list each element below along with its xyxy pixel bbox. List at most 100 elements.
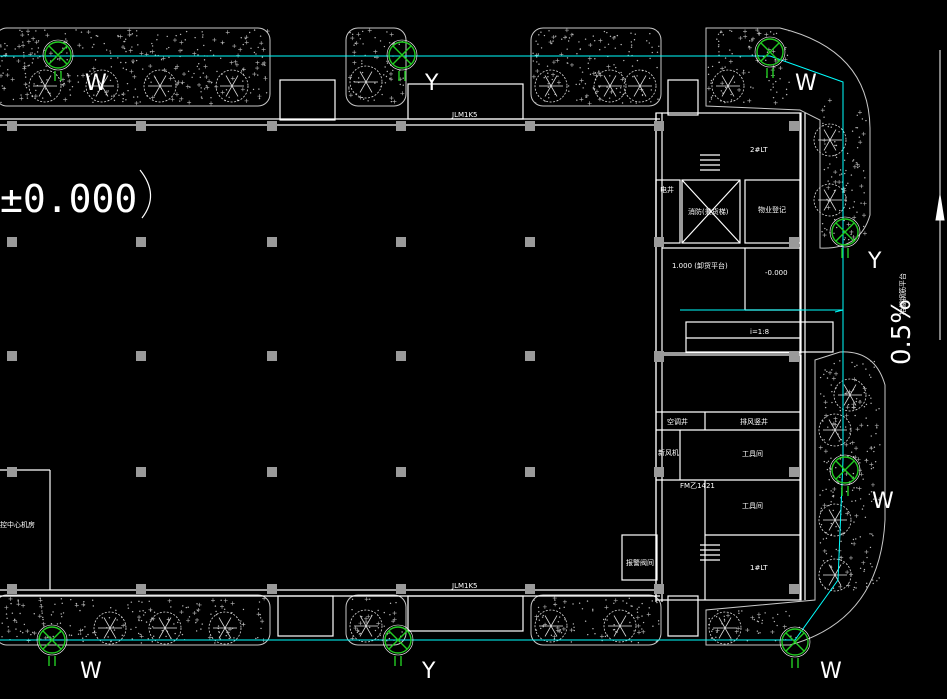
hatch-dot — [252, 88, 255, 91]
hatch-dot — [862, 225, 865, 228]
hatch-dot — [871, 533, 873, 535]
hatch-dot — [566, 48, 568, 50]
hatch-mark — [841, 531, 846, 536]
hatch-mark — [820, 108, 825, 113]
hatch-mark — [587, 101, 592, 106]
hatch-mark — [726, 613, 731, 618]
hatch-mark — [579, 97, 584, 102]
column — [396, 467, 406, 477]
hatch-dot — [579, 48, 581, 51]
hatch-dot — [353, 44, 355, 46]
hatch-dot — [606, 619, 608, 621]
hatch-dot — [137, 44, 139, 46]
planting-bed — [345, 594, 407, 646]
hatch-dot — [31, 48, 33, 50]
hatch-dot — [707, 73, 710, 76]
hatch-dot — [200, 87, 202, 89]
hatch-dot — [634, 33, 636, 35]
hatch-dot — [864, 516, 867, 519]
hatch-dot — [835, 467, 837, 469]
hatch-dot — [32, 631, 34, 634]
hatch-dot — [776, 91, 778, 93]
hatch-mark — [26, 638, 31, 643]
hatch-mark — [121, 45, 126, 50]
hatch-dot — [7, 626, 9, 628]
hatch-dot — [90, 37, 92, 39]
hatch-dot — [829, 163, 831, 165]
tree — [818, 558, 852, 592]
hatch-dot — [840, 556, 842, 558]
hatch-dot — [576, 99, 578, 101]
hatch-dot — [134, 88, 137, 90]
hatch-dot — [782, 97, 784, 99]
tree — [349, 609, 383, 643]
hatch-dot — [589, 73, 592, 76]
hatch-dot — [775, 32, 778, 35]
hatch-dot — [44, 88, 47, 90]
hatch-mark — [128, 48, 133, 53]
hatch-dot — [568, 37, 571, 39]
hatch-dot — [878, 577, 880, 579]
hatch-mark — [826, 205, 831, 210]
hatch-dot — [723, 618, 726, 621]
hatch-dot — [866, 582, 868, 585]
hatch-dot — [113, 629, 116, 631]
hatch-mark — [743, 29, 748, 34]
hatch-dot — [61, 602, 63, 605]
hatch-dot — [210, 96, 212, 99]
hatch-dot — [145, 621, 148, 623]
hatch-mark — [4, 605, 9, 610]
hatch-dot — [832, 587, 835, 589]
hatch-dot — [868, 394, 870, 397]
hatch-dot — [384, 82, 387, 84]
hatch-dot — [219, 638, 221, 640]
hatch-dot — [398, 43, 400, 46]
hatch-dot — [384, 66, 386, 68]
hatch-dot — [710, 82, 712, 84]
hatch-dot — [851, 361, 853, 364]
hatch-mark — [43, 635, 48, 640]
hatch-dot — [386, 62, 389, 64]
hatch-mark — [637, 630, 642, 635]
hatch-dot — [138, 600, 140, 603]
hatch-dot — [43, 625, 45, 627]
hatch-dot — [827, 426, 829, 428]
hatch-dot — [868, 493, 871, 495]
hatch-mark — [771, 65, 776, 70]
hatch-mark — [161, 56, 166, 61]
hatch-dot — [831, 401, 833, 404]
hatch-dot — [844, 426, 847, 428]
hatch-dot — [858, 165, 860, 167]
planting-bed — [530, 27, 662, 107]
hatch-dot — [110, 57, 112, 60]
hatch-dot — [866, 424, 869, 427]
column — [396, 351, 406, 361]
hatch-dot — [627, 612, 629, 615]
hatch-dot — [785, 93, 788, 96]
hatch-mark — [852, 541, 857, 546]
hatch-dot — [852, 456, 855, 458]
hatch-mark — [728, 59, 733, 64]
hatch-dot — [711, 630, 713, 633]
hatch-mark — [818, 445, 823, 450]
hatch-dot — [636, 59, 639, 62]
hatch-dot — [568, 90, 570, 92]
hatch-dot — [179, 100, 181, 102]
hatch-dot — [348, 597, 351, 600]
hatch-dot — [620, 71, 622, 74]
hatch-mark — [86, 30, 91, 35]
hatch-dot — [863, 192, 865, 194]
hatch-mark — [192, 611, 197, 616]
hatch-mark — [81, 602, 86, 607]
hatch-mark — [172, 38, 177, 43]
hatch-dot — [845, 490, 848, 493]
pipe-label-y: Y — [421, 659, 436, 684]
column — [789, 237, 799, 247]
hatch-dot — [257, 46, 259, 49]
hatch-dot — [248, 31, 251, 34]
hatch-dot — [851, 189, 853, 191]
hatch-dot — [25, 86, 28, 89]
hatch-dot — [861, 118, 864, 120]
hatch-dot — [847, 403, 850, 406]
hatch-dot — [761, 622, 763, 624]
